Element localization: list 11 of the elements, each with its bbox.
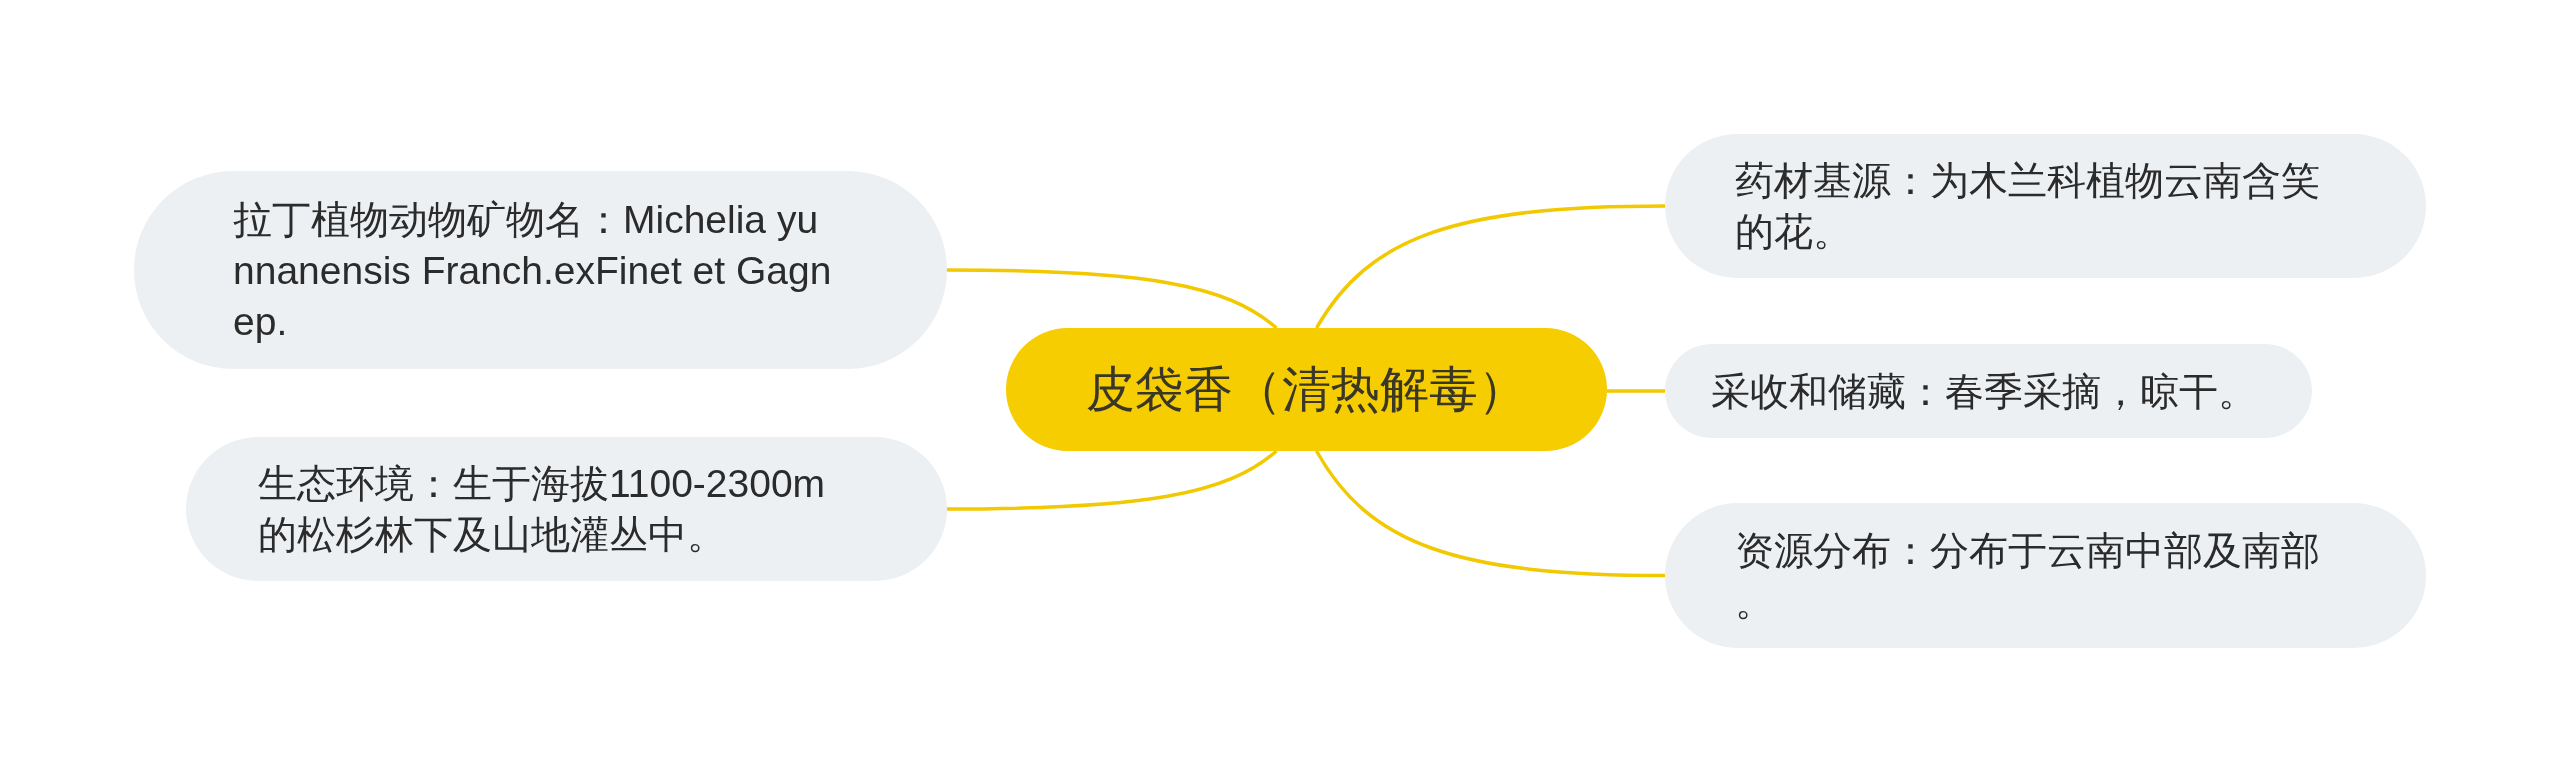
connector-line — [1315, 450, 1666, 578]
central-topic: 皮袋香（清热解毒） — [1006, 328, 1607, 451]
topic-bubble: 生态环境：生于海拔1100-2300m的松杉林下及山地灌丛中。 — [186, 437, 947, 581]
topic-bubble: 资源分布：分布于云南中部及南部。 — [1665, 503, 2426, 648]
connector-line — [947, 449, 1278, 511]
connector-line — [1607, 389, 1665, 393]
connector-line — [947, 268, 1278, 330]
topic-bubble: 采收和储藏：春季采摘，晾干。 — [1665, 344, 2312, 438]
topic-bubble: 拉丁植物动物矿物名：Michelia yunnanensis Franch.exFinet et Gagnep. — [134, 171, 947, 369]
connector-line — [1315, 204, 1666, 329]
topic-bubble: 药材基源：为木兰科植物云南含笑的花。 — [1665, 134, 2426, 278]
